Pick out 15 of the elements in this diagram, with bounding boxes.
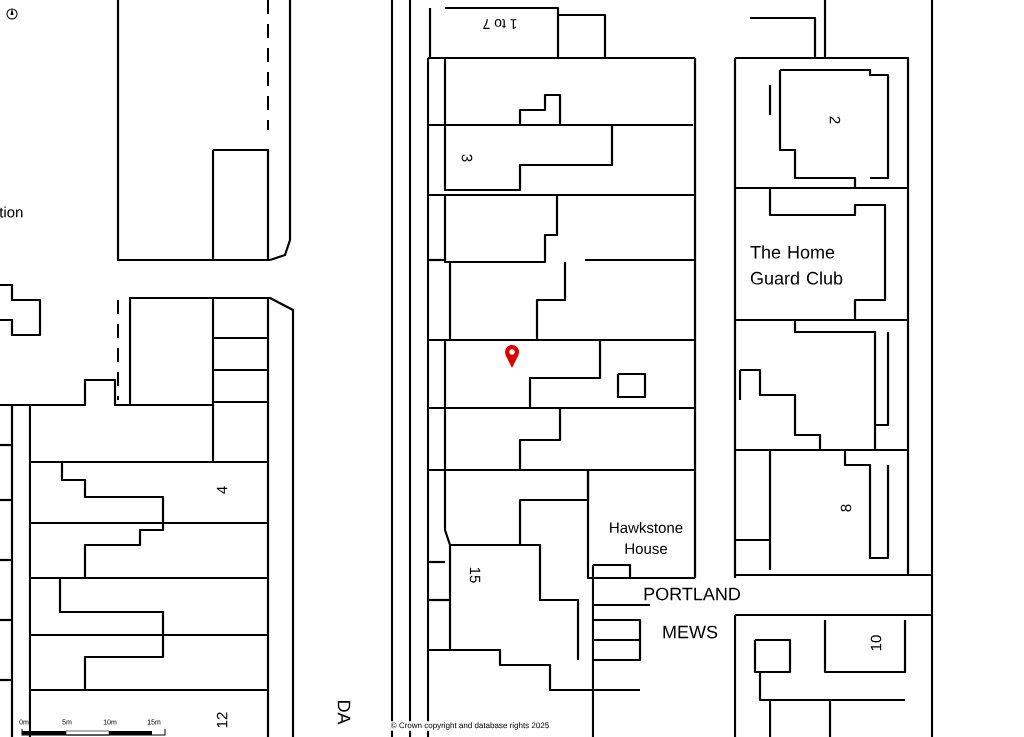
- building-label: The Home Guard Club: [750, 245, 843, 285]
- house-number: 3: [461, 154, 473, 162]
- place-label: tion: [0, 206, 23, 218]
- road-label: 1 to 7: [481, 18, 519, 30]
- building-label: Hawkstone House: [610, 522, 683, 554]
- copyright-note: © Crown copyright and database rights 2025: [389, 721, 551, 731]
- house-number: 8: [840, 504, 852, 512]
- house-number: 15: [469, 567, 481, 583]
- road-label: DA: [337, 701, 351, 725]
- house-number: 4: [216, 486, 228, 494]
- street-label: MEWS: [663, 625, 718, 639]
- street-label: PORTLAND: [644, 587, 740, 601]
- house-number: 10: [870, 635, 882, 651]
- house-number: 12: [216, 712, 228, 728]
- house-number: 2: [829, 116, 841, 124]
